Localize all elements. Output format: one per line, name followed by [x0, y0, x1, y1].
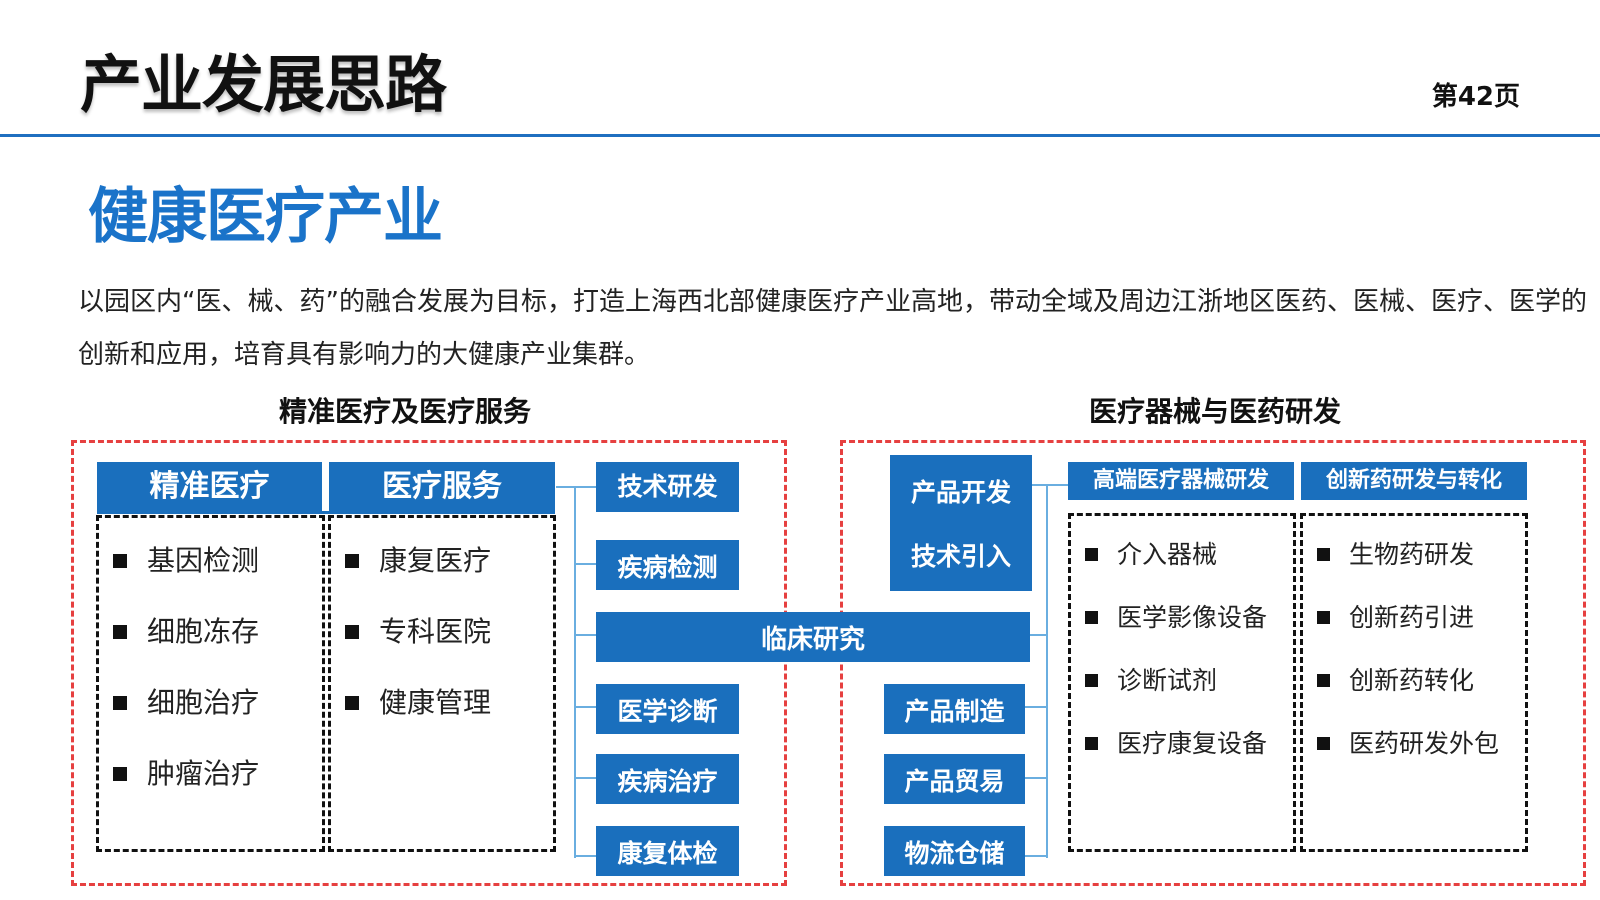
connector-trunk	[1046, 484, 1048, 858]
bullet-square-icon	[345, 625, 359, 639]
bullet-square-icon	[1085, 674, 1098, 687]
list-item: 医药研发外包	[1317, 725, 1499, 788]
connector-line	[1030, 634, 1048, 636]
drug-rd-header: 创新药研发与转化	[1301, 462, 1527, 500]
right-group-frame	[840, 440, 1586, 886]
precision-medicine-header: 精准医疗	[97, 462, 322, 512]
list-item: 康复医疗	[345, 540, 491, 611]
drug-rd-list: 生物药研发 创新药引进 创新药转化 医药研发外包	[1317, 536, 1499, 788]
technology-introduction-label: 技术引入	[910, 542, 1011, 571]
precision-medicine-box: 基因检测 细胞冻存 细胞治疗 肿瘤治疗	[96, 515, 325, 852]
bullet-square-icon	[345, 696, 359, 710]
clinical-research-bar: 临床研究	[596, 612, 1030, 662]
list-item: 健康管理	[345, 682, 491, 753]
list-item: 生物药研发	[1317, 536, 1499, 599]
drug-rd-box: 生物药研发 创新药引进 创新药转化 医药研发外包	[1300, 513, 1528, 852]
connector-line	[574, 634, 596, 636]
connector-line	[1024, 777, 1048, 779]
bullet-square-icon	[1085, 611, 1098, 624]
bullet-square-icon	[1085, 548, 1098, 561]
bullet-square-icon	[113, 767, 127, 781]
branch-disease-detection: 疾病检测	[596, 540, 739, 590]
connector-line	[1024, 855, 1048, 857]
list-item: 细胞冻存	[113, 611, 259, 682]
list-item: 诊断试剂	[1085, 662, 1267, 725]
left-group-frame	[71, 440, 787, 886]
section-title: 健康医疗产业	[88, 182, 443, 252]
bullet-square-icon	[1317, 674, 1330, 687]
connector-line	[574, 855, 596, 857]
branch-medical-diagnosis: 医学诊断	[596, 684, 739, 734]
connector-line	[556, 486, 576, 488]
precision-medicine-list: 基因检测 细胞冻存 细胞治疗 肿瘤治疗	[113, 540, 259, 824]
bullet-square-icon	[113, 554, 127, 568]
intro-paragraph: 以园区内“医、械、药”的融合发展为目标，打造上海西北部健康医疗产业高地，带动全域…	[78, 287, 1587, 370]
list-item: 医学影像设备	[1085, 599, 1267, 662]
bullet-square-icon	[1317, 737, 1330, 750]
list-item: 专科医院	[345, 611, 491, 682]
bullet-square-icon	[1317, 611, 1330, 624]
list-item: 介入器械	[1085, 536, 1267, 599]
left-header-rule	[97, 511, 555, 514]
device-rd-header: 高端医疗器械研发	[1068, 462, 1294, 500]
medical-services-box: 康复医疗 专科医院 健康管理	[328, 515, 556, 852]
bullet-square-icon	[1317, 548, 1330, 561]
bullet-square-icon	[1085, 737, 1098, 750]
list-item: 肿瘤治疗	[113, 753, 259, 824]
list-item: 细胞治疗	[113, 682, 259, 753]
connector-line	[1046, 484, 1068, 486]
branch-logistics-warehousing: 物流仓储	[884, 826, 1025, 876]
header-divider	[0, 134, 1600, 137]
list-item: 创新药引进	[1317, 599, 1499, 662]
branch-product-trade: 产品贸易	[884, 754, 1025, 804]
right-group-title: 医疗器械与医药研发	[1088, 395, 1341, 428]
connector-line	[574, 563, 596, 565]
connector-line	[574, 486, 596, 488]
medical-services-list: 康复医疗 专科医院 健康管理	[345, 540, 491, 753]
device-rd-box: 介入器械 医学影像设备 诊断试剂 医疗康复设备	[1068, 513, 1296, 852]
product-development-label: 产品开发	[910, 478, 1011, 507]
bullet-square-icon	[113, 625, 127, 639]
connector-line	[574, 706, 596, 708]
branch-rehab-checkup: 康复体检	[596, 826, 739, 876]
list-item: 医疗康复设备	[1085, 725, 1267, 788]
page-number: 第42页	[1431, 82, 1520, 112]
branch-disease-treatment: 疾病治疗	[596, 754, 739, 804]
page-title: 产业发展思路	[80, 48, 447, 121]
connector-line	[1024, 706, 1048, 708]
branch-tech-rd: 技术研发	[596, 462, 739, 512]
medical-services-header: 医疗服务	[329, 462, 555, 512]
list-item: 创新药转化	[1317, 662, 1499, 725]
connector-line	[574, 777, 596, 779]
device-rd-list: 介入器械 医学影像设备 诊断试剂 医疗康复设备	[1085, 536, 1267, 788]
branch-product-manufacturing: 产品制造	[884, 684, 1025, 734]
bullet-square-icon	[113, 696, 127, 710]
list-item: 基因检测	[113, 540, 259, 611]
left-group-title: 精准医疗及医疗服务	[278, 395, 531, 428]
connector-trunk	[574, 486, 576, 858]
bullet-square-icon	[345, 554, 359, 568]
product-development-box: 产品开发 技术引入	[890, 455, 1032, 591]
connector-line	[1032, 484, 1048, 486]
